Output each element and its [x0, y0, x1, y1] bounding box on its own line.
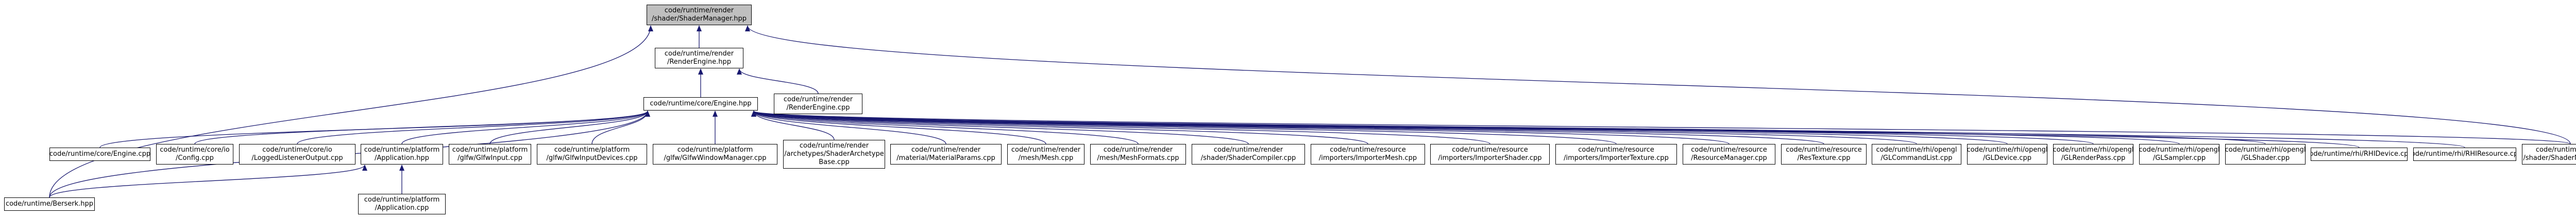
node-material-params-cpp[interactable]: code/runtime/render /material/MaterialPa…: [890, 144, 1002, 165]
node-render-engine-cpp[interactable]: code/runtime/render /RenderEngine.cpp: [774, 94, 862, 114]
node-mesh-cpp[interactable]: code/runtime/render /mesh/Mesh.cpp: [1007, 144, 1084, 165]
edge-glfw_input_cpp-to-engine_hpp: [489, 111, 650, 144]
edge-mesh_formats_cpp-to-engine_hpp: [751, 111, 1139, 144]
node-rhi-device-cpp[interactable]: code/runtime/rhi/RHIDevice.cpp: [2311, 148, 2408, 161]
edge-rhi_resource_cpp-to-engine_hpp: [752, 111, 2465, 148]
node-render-engine-hpp[interactable]: code/runtime/render /RenderEngine.hpp: [655, 48, 743, 68]
edge-importer_mesh_cpp-to-engine_hpp: [751, 111, 1368, 144]
node-application-cpp[interactable]: code/runtime/platform /Application.cpp: [358, 194, 446, 214]
node-gl-render-pass-cpp[interactable]: code/runtime/rhi/opengl /GLRenderPass.cp…: [2053, 144, 2133, 165]
edge-berserk_hpp-to-shader_manager_hpp: [49, 25, 653, 198]
node-gl-device-cpp[interactable]: code/runtime/rhi/opengl /GLDevice.cpp: [1967, 144, 2047, 165]
node-logged-listener-output-cpp[interactable]: code/runtime/core/io /LoggedListenerOutp…: [239, 144, 355, 165]
edge-config_cpp-to-engine_hpp: [194, 111, 650, 144]
node-importer-mesh-cpp[interactable]: code/runtime/resource /importers/Importe…: [1311, 144, 1425, 165]
node-glfw-input-cpp[interactable]: code/runtime/platform /glfw/GlfwInput.cp…: [449, 144, 531, 165]
edge-importer_texture_cpp-to-engine_hpp: [751, 111, 1617, 144]
node-gl-command-list-cpp[interactable]: code/runtime/rhi/opengl /GLCommandList.c…: [1872, 144, 1961, 165]
node-shader-compiler-cpp[interactable]: code/runtime/render /shader/ShaderCompil…: [1192, 144, 1305, 165]
node-mesh-formats-cpp[interactable]: code/runtime/render /mesh/MeshFormats.cp…: [1090, 144, 1186, 165]
edge-gl_shader_cpp-to-engine_hpp: [752, 111, 2266, 144]
edge-render_engine_cpp-to-render_engine_hpp: [737, 68, 819, 94]
node-importer-shader-cpp[interactable]: code/runtime/resource /importers/Importe…: [1430, 144, 1550, 165]
node-engine-cpp[interactable]: code/runtime/core/Engine.cpp: [49, 148, 150, 161]
edge-material_params_cpp-to-engine_hpp: [751, 111, 946, 144]
node-application-hpp[interactable]: code/runtime/platform /Application.hpp: [361, 144, 443, 165]
node-engine-hpp[interactable]: code/runtime/core/Engine.hpp: [643, 97, 758, 111]
edge-shader_archetype_base_cpp-to-engine_hpp: [751, 111, 835, 140]
node-config-cpp[interactable]: code/runtime/core/io /Config.cpp: [156, 144, 233, 165]
edge-gl_device_cpp-to-engine_hpp: [751, 111, 2008, 144]
edge-shader_manager_cpp-to-engine_hpp: [752, 111, 2571, 144]
node-resource-manager-cpp[interactable]: code/runtime/resource /ResourceManager.c…: [1683, 144, 1775, 165]
edge-importer_shader_cpp-to-engine_hpp: [751, 111, 1490, 144]
node-shader-manager-cpp[interactable]: code/runtime/render /shader/ShaderManage…: [2522, 144, 2576, 165]
node-berserk-hpp[interactable]: code/runtime/Berserk.hpp: [4, 197, 95, 211]
node-glfw-input-devices-cpp[interactable]: code/runtime/platform /glfw/GlfwInputDev…: [537, 144, 647, 165]
edge-shader_compiler_cpp-to-engine_hpp: [751, 111, 1249, 144]
edge-logged_listener_output_cpp-to-engine_hpp: [297, 111, 650, 144]
node-shader-archetype-base-cpp[interactable]: code/runtime/render /archetypes/ShaderAr…: [783, 140, 885, 169]
edge-gl_command_list_cpp-to-engine_hpp: [751, 111, 1917, 144]
edge-berserk_hpp-to-application_hpp: [49, 165, 367, 198]
edge-mesh_cpp-to-engine_hpp: [751, 111, 1046, 144]
node-shader-manager-hpp[interactable]: code/runtime/render /shader/ShaderManage…: [647, 5, 752, 25]
node-rhi-resource-cpp[interactable]: code/runtime/rhi/RHIResource.cpp: [2413, 148, 2516, 161]
edge-shader_manager_cpp-to-shader_manager_hpp: [745, 25, 2571, 144]
node-gl-sampler-cpp[interactable]: code/runtime/rhi/opengl /GLSampler.cpp: [2139, 144, 2219, 165]
edge-glfw_input_devices_cpp-to-engine_hpp: [591, 111, 650, 144]
edge-application_hpp-to-engine_hpp: [401, 111, 650, 144]
node-res-texture-cpp[interactable]: code/runtime/resource /ResTexture.cpp: [1781, 144, 1867, 165]
node-gl-shader-cpp[interactable]: code/runtime/rhi/opengl /GLShader.cpp: [2225, 144, 2306, 165]
node-importer-texture-cpp[interactable]: code/runtime/resource /importers/Importe…: [1555, 144, 1677, 165]
node-glfw-window-manager-cpp[interactable]: code/runtime/platform /glfw/GlfwWindowMa…: [653, 144, 777, 165]
